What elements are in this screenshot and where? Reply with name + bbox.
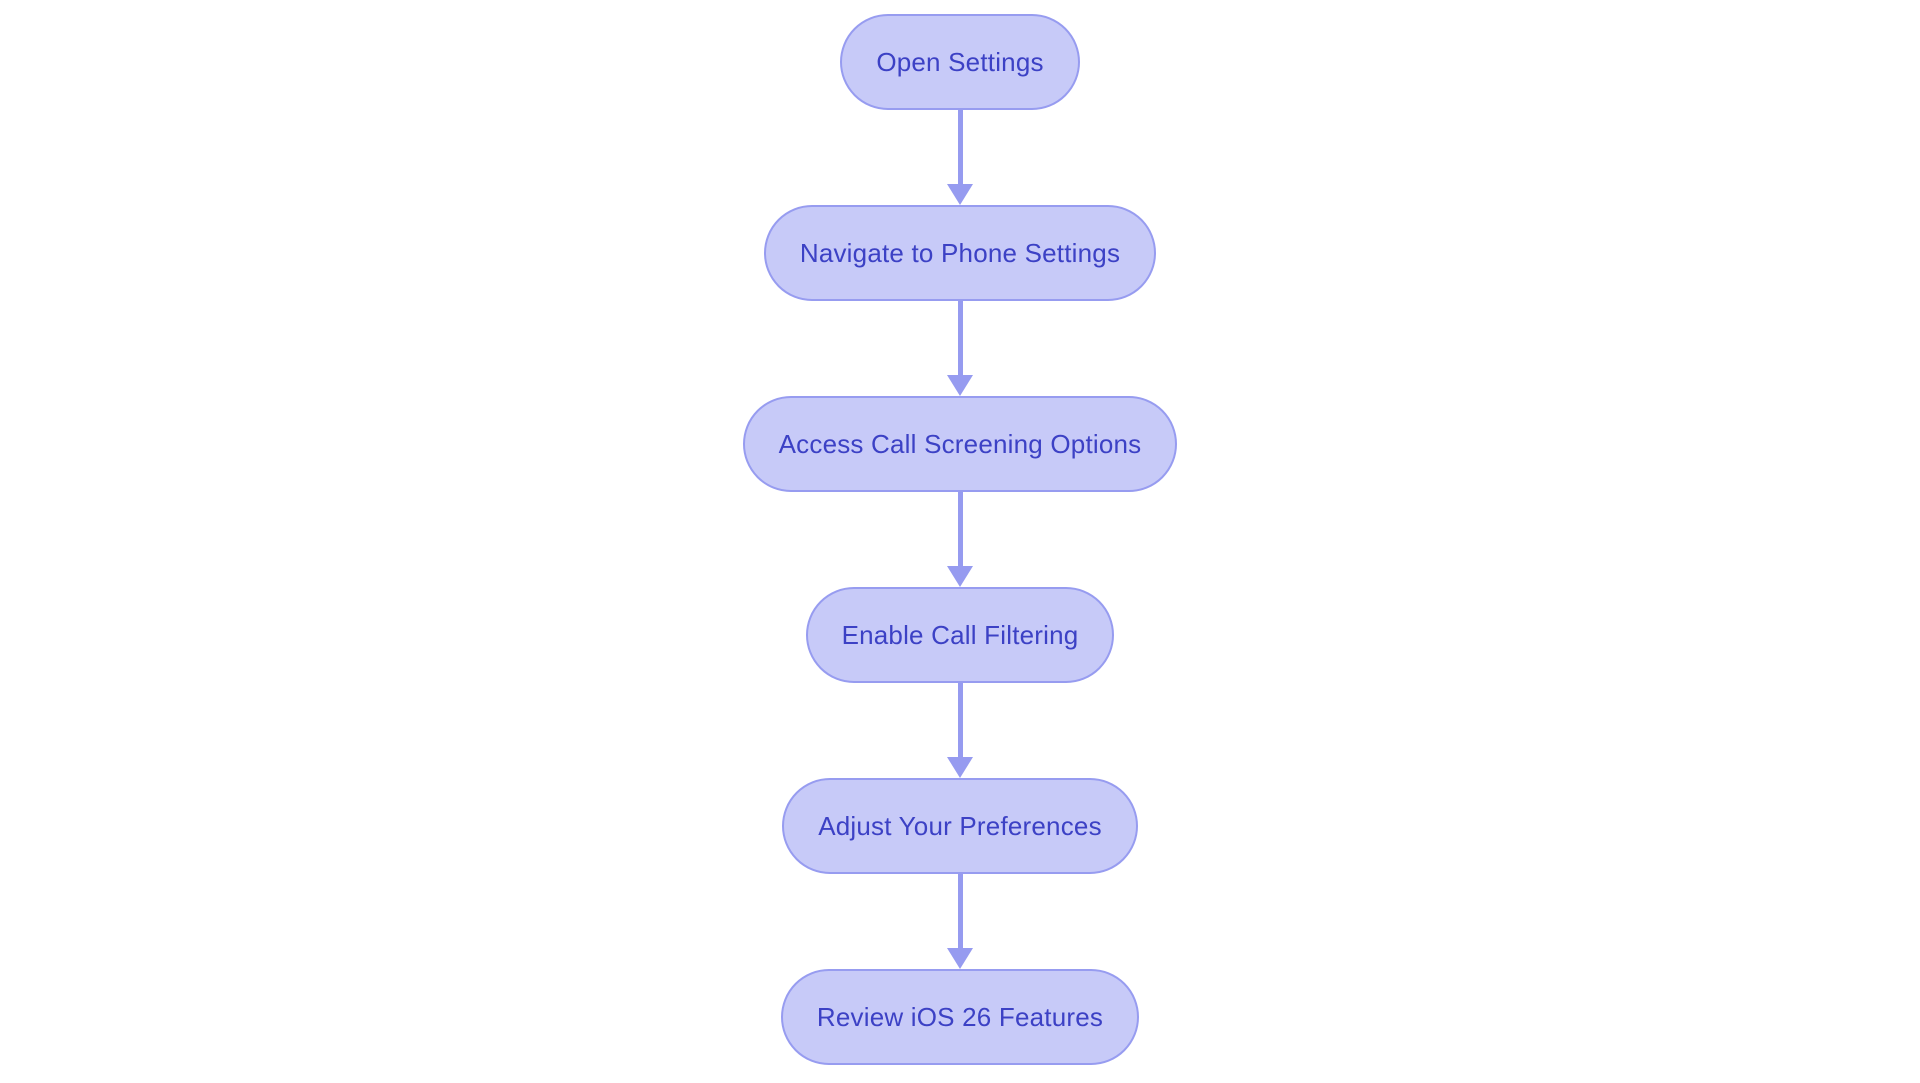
arrow-down-icon [947,757,973,778]
flow-node-label: Open Settings [876,46,1044,77]
flow-node-label: Access Call Screening Options [778,428,1142,459]
arrow-shaft [957,492,963,568]
arrow-shaft [957,683,963,759]
flow-connector-arrow [946,874,974,969]
flow-node-enable-call-filtering: Enable Call Filtering [805,587,1115,683]
arrow-shaft [957,301,963,377]
flow-connector-arrow [946,301,974,396]
arrow-down-icon [947,566,973,587]
flow-node-review-ios26-features: Review iOS 26 Features [780,969,1140,1065]
flow-node-label: Review iOS 26 Features [816,1001,1104,1032]
flow-node-label: Enable Call Filtering [841,619,1079,650]
arrow-down-icon [947,375,973,396]
arrow-shaft [957,110,963,186]
flow-connector-arrow [946,110,974,205]
flow-node-navigate-phone-settings: Navigate to Phone Settings [763,205,1157,301]
flow-node-label: Adjust Your Preferences [818,810,1102,841]
flow-connector-arrow [946,683,974,778]
flow-node-adjust-preferences: Adjust Your Preferences [782,778,1138,874]
flow-connector-arrow [946,492,974,587]
arrow-down-icon [947,184,973,205]
flow-node-access-call-screening: Access Call Screening Options [742,396,1178,492]
arrow-shaft [957,874,963,950]
flow-node-open-settings: Open Settings [840,14,1080,110]
arrow-down-icon [947,948,973,969]
flow-node-label: Navigate to Phone Settings [799,237,1121,268]
